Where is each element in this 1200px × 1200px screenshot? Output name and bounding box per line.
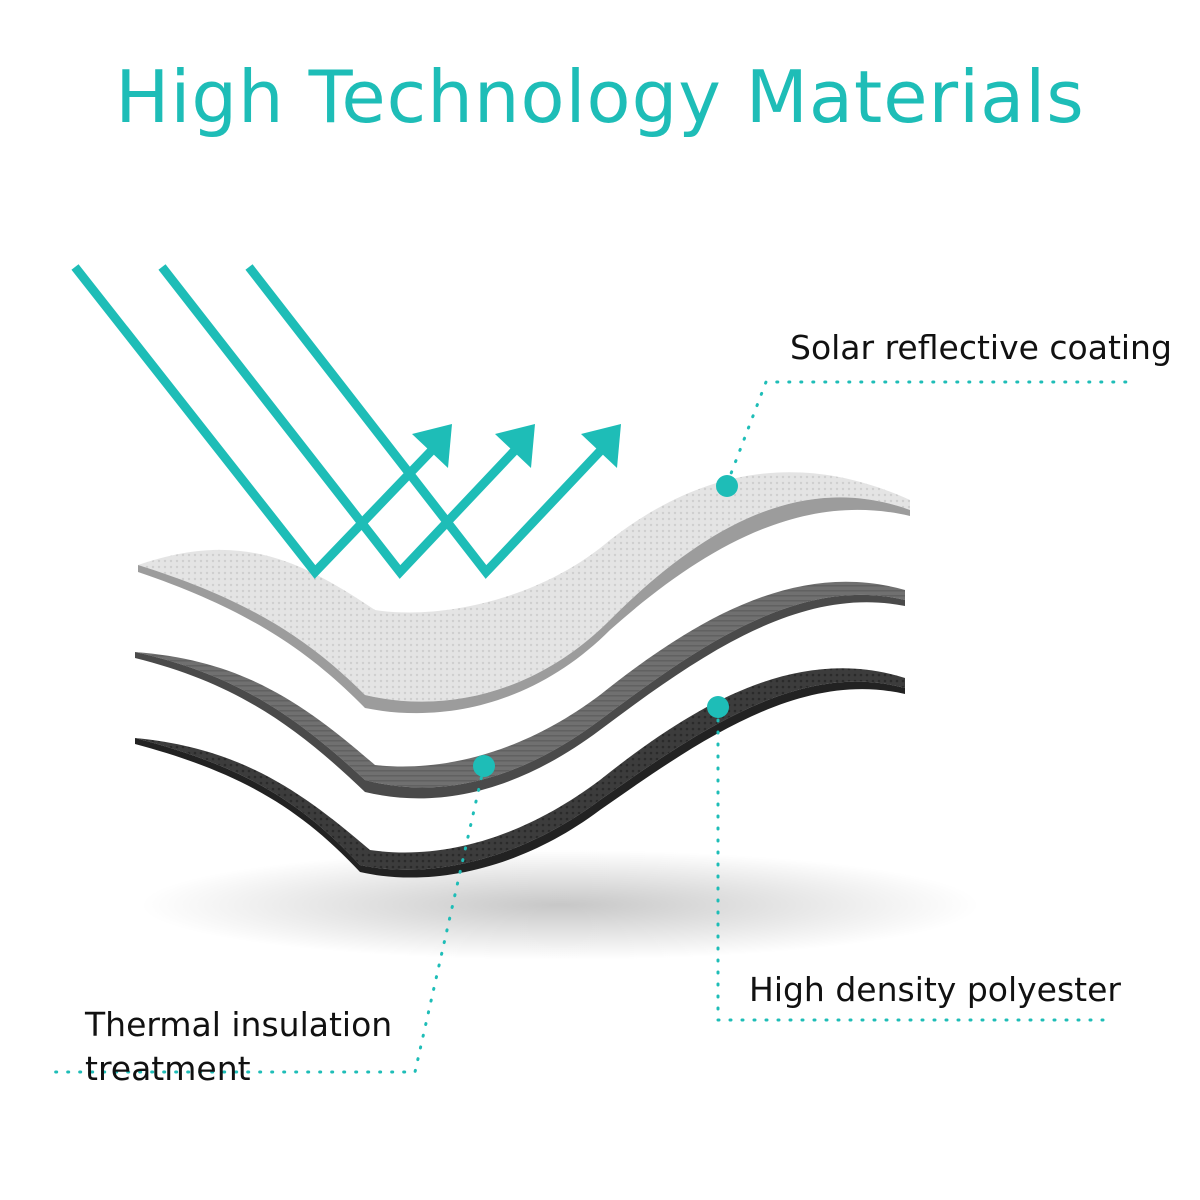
label-high-density-polyester: High density polyester (749, 970, 1121, 1009)
layer-solar-reflective (138, 472, 910, 714)
layer-thermal-insulation (135, 581, 905, 799)
leader-lines (48, 380, 1134, 1074)
ray-arrowheads (412, 424, 621, 468)
label-thermal-insulation: Thermal insulation treatment (85, 1003, 392, 1091)
marker-solar-dot (716, 475, 738, 497)
label-thermal-line1: Thermal insulation (85, 1005, 393, 1044)
sun-rays-icon (71, 264, 608, 579)
label-thermal-line2: treatment (85, 1049, 251, 1088)
page-title: High Technology Materials (115, 55, 1085, 139)
layer-high-density-polyester (135, 668, 905, 878)
marker-polyester-dot (707, 696, 729, 718)
label-solar-reflective-coating: Solar reflective coating (790, 328, 1172, 367)
marker-thermal-dot (473, 755, 495, 777)
layer-shadow (140, 850, 980, 960)
